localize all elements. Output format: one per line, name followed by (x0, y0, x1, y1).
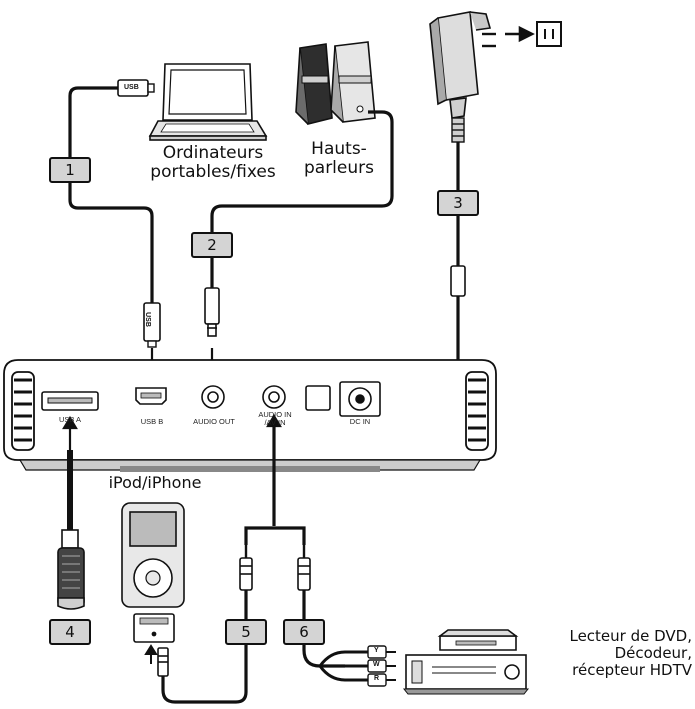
laptop-label-line1: Ordinateurs (162, 143, 264, 163)
audio-plug-2 (204, 287, 220, 337)
usb-stick (57, 529, 85, 610)
port-label-audio-in-line2: /AV IN (264, 417, 286, 427)
laptop (148, 63, 268, 141)
port-label-audio-in-line1: AUDIO IN (258, 410, 292, 419)
ferrite-bead (450, 265, 466, 297)
cable-number-badge-4: 4 (49, 619, 91, 645)
cable-2 (210, 110, 394, 290)
speakers-label-line1: Hauts- (311, 139, 367, 159)
cable-number-badge-1: 1 (49, 157, 91, 183)
rca-plugs (367, 645, 396, 687)
bracket-av (244, 420, 306, 545)
audio-plug-5 (239, 545, 253, 591)
ipod (121, 502, 185, 608)
rca-r-text: R (374, 675, 380, 682)
dvd-label: Lecteur de DVD, Décodeur, récepteur HDTV (536, 628, 692, 678)
outlet-arrow (505, 25, 535, 43)
outlet-icon (536, 21, 562, 47)
ipod-plug (157, 647, 169, 677)
arrow-av-in (266, 413, 282, 428)
projector-vents-left (14, 378, 32, 442)
arrow-usb-a (62, 415, 78, 450)
port-label-dc-in: DC IN (349, 417, 371, 426)
port-label-usb-b: USB B (140, 417, 164, 426)
set-top-box (402, 654, 530, 695)
cable-number-badge-5: 5 (225, 619, 267, 645)
usb-a-port (41, 391, 99, 411)
dc-in-port (339, 381, 381, 417)
usb-plug-bottom-text: USB (143, 312, 151, 327)
usb-plug-bottom (143, 302, 161, 348)
laptop-label-line2: portables/fixes (150, 162, 276, 183)
power-adapter (429, 11, 496, 119)
projector-vents-right (468, 378, 486, 442)
rca-cables (318, 650, 368, 682)
audio-in-port (262, 385, 286, 409)
cable-number-badge-2: 2 (191, 232, 233, 258)
cable-1 (68, 86, 154, 305)
arrow-ipod (144, 644, 158, 664)
dvd-label-line2: Décodeur, (614, 643, 692, 662)
cable-6 (302, 588, 345, 668)
speakers-label-line2: parleurs (303, 158, 374, 179)
cable-number-badge-6: 6 (283, 619, 325, 645)
laptop-label: Ordinateurs portables/fixes (128, 143, 298, 183)
rca-w-text: W (373, 661, 380, 668)
dvd-player (437, 629, 519, 651)
port-label-audio-in: AUDIO IN /AV IN (248, 411, 302, 427)
cable-3-strain-relief (451, 117, 465, 143)
usb-plug-top (117, 79, 155, 97)
ir-sensor (305, 385, 331, 411)
port-label-usb-a: USB A (58, 415, 82, 424)
cable-number-badge-3: 3 (437, 190, 479, 216)
speakers (295, 41, 376, 125)
port-label-audio-out: AUDIO OUT (193, 417, 235, 426)
cable-5 (161, 588, 248, 704)
speakers-label: Hauts- parleurs (294, 139, 384, 179)
ipod-label: iPod/iPhone (108, 473, 202, 492)
ipod-dock-connector (133, 613, 175, 643)
usb-b-port (135, 387, 167, 405)
dvd-label-line3: récepteur HDTV (572, 660, 692, 679)
rca-y-text: Y (374, 647, 379, 654)
usb-plug-top-text: USB (124, 84, 139, 91)
dvd-label-line1: Lecteur de DVD, (569, 627, 692, 645)
audio-out-port (201, 385, 225, 409)
audio-plug-6 (297, 545, 311, 591)
cable-3 (456, 118, 473, 386)
